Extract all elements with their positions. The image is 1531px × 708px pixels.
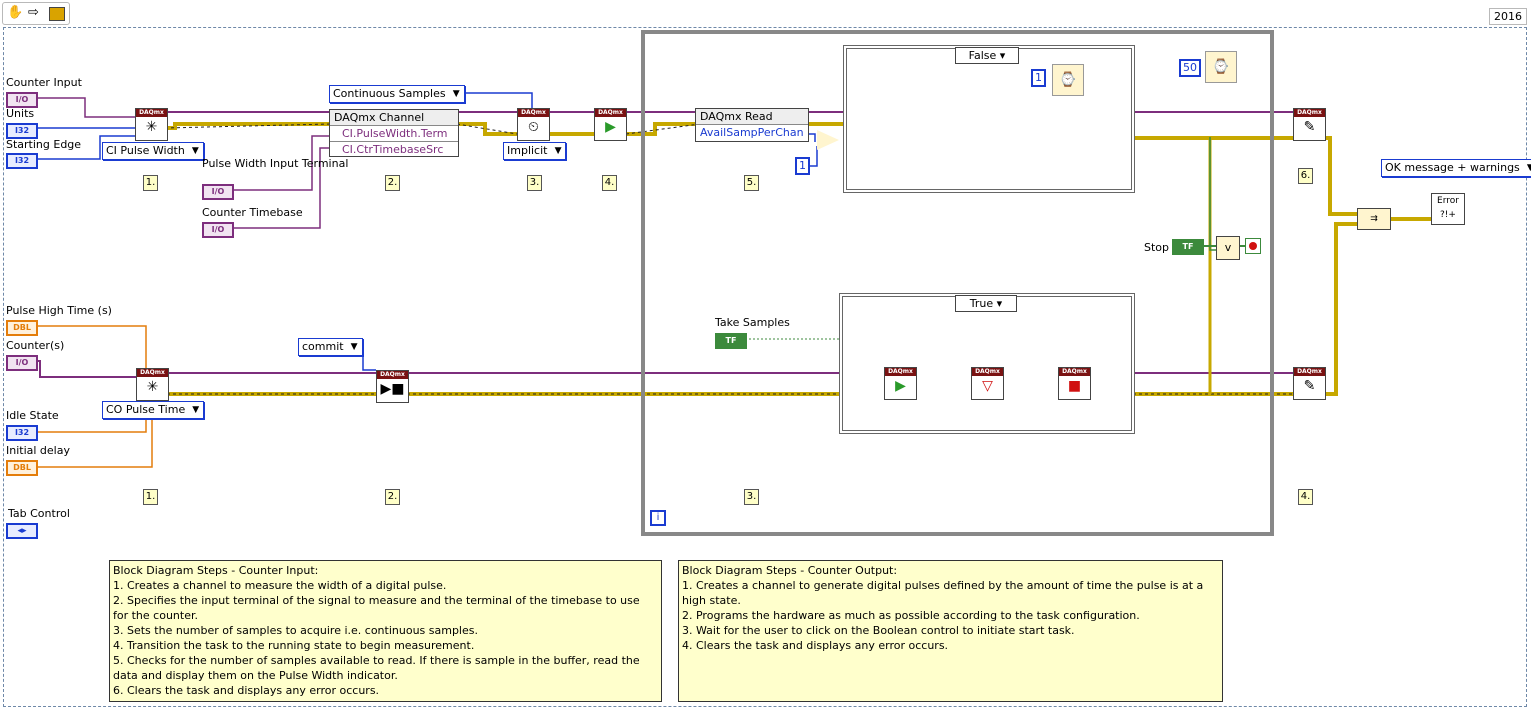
note-counter-output: Block Diagram Steps - Counter Output: 1.… [678,560,1223,702]
initial-delay-label: Initial delay [6,444,70,457]
channel-node-title: DAQmx Channel [330,110,458,126]
read-row-availsamp[interactable]: AvailSampPerChan [700,126,804,139]
pw-input-terminal[interactable]: I/O [202,184,234,200]
const-one[interactable]: 1 [795,157,810,175]
stop-task-icon: ■ [1067,378,1082,394]
counters-terminal[interactable]: I/O [6,355,38,371]
continuous-samples-ring[interactable]: Continuous Samples▼ [329,85,465,103]
wait-const-false[interactable]: 1 [1031,69,1046,87]
loop-condition-icon [1245,238,1261,254]
daqmx-start-task-ci[interactable]: DAQmx ▶ [594,108,627,141]
create-channel-icon: ✳ [145,119,158,135]
or-function-icon: v [1216,236,1240,260]
error-message-ring[interactable]: OK message + warnings▼ [1381,159,1531,177]
greater-equal-icon [817,130,839,150]
counter-input-label: Counter Input [6,76,82,89]
daqmx-create-channel-ci[interactable]: DAQmx ✳ [135,108,168,141]
starting-edge-label: Starting Edge [6,138,82,151]
case-selector-true[interactable]: True ▾ [955,295,1017,312]
eraser-icon: ✎ [1303,378,1316,394]
daqmx-create-channel-co[interactable]: DAQmx ✳ [136,368,169,401]
clock-icon: ⏲ [528,119,539,135]
daqmx-control-task[interactable]: DAQmx ▶■ [376,370,409,403]
wait-timer-50-icon: ⌚ [1205,51,1237,83]
daqmx-stop-task[interactable]: DAQmx ■ [1058,367,1091,400]
implicit-ring[interactable]: Implicit▼ [503,142,567,160]
counter-timebase-terminal[interactable]: I/O [202,222,234,238]
case-selector-false[interactable]: False ▾ [955,47,1019,64]
ci-pulse-width-ring[interactable]: CI Pulse Width▼ [102,142,204,160]
tab-control-terminal[interactable]: ◂▸ [6,523,38,539]
ci-step-3: 3. [527,175,542,191]
tool-buttons: ✋ ⇨ [2,2,70,25]
iteration-terminal: i [650,510,666,526]
counter-timebase-label: Counter Timebase [202,206,303,219]
daqmx-wait-until-done[interactable]: DAQmx ▽ [971,367,1004,400]
channel-row-pulsewidth-term[interactable]: CI.PulseWidth.Term [330,126,458,142]
daqmx-clear-task-ci[interactable]: DAQmx ✎ [1293,108,1326,141]
pw-input-terminal-label: Pulse Width Input Terminal [202,157,349,170]
daqmx-timing-vi[interactable]: DAQmx ⏲ [517,108,550,141]
idle-state-terminal[interactable]: I32 [6,425,38,441]
highlight-icon[interactable] [49,7,65,21]
hand-icon[interactable]: ✋ [7,5,24,20]
take-samples-terminal[interactable]: TF [715,333,747,349]
units-label: Units [6,107,35,120]
merge-errors-icon: ⇉ [1357,208,1391,230]
start-task-icon: ▶ [895,378,906,394]
run-arrow-icon[interactable]: ⇨ [28,5,39,20]
case-structure-false [843,45,1135,193]
ci-step-5: 5. [744,175,759,191]
block-diagram [3,27,1527,707]
pulse-high-time-terminal[interactable]: DBL [6,320,38,336]
initial-delay-terminal[interactable]: DBL [6,460,38,476]
daqmx-header: DAQmx [136,109,167,117]
co-pulse-time-ring[interactable]: CO Pulse Time▼ [102,401,205,419]
start-task-icon: ▶ [605,119,616,135]
commit-ring[interactable]: commit▼ [298,338,363,356]
ci-step-4: 4. [602,175,617,191]
control-task-icon: ▶■ [380,381,405,397]
ci-step-2: 2. [385,175,400,191]
create-channel-icon: ✳ [146,379,159,395]
simple-error-handler-icon[interactable]: Error?!+ [1431,193,1465,225]
note-counter-input: Block Diagram Steps - Counter Input: 1. … [109,560,662,702]
starting-edge-terminal[interactable]: I32 [6,153,38,169]
stop-terminal[interactable]: TF [1172,239,1204,255]
stop-label: Stop [1144,241,1170,254]
daqmx-read-node[interactable]: DAQmx Read AvailSampPerChan [695,108,809,142]
ci-step-6: 6. [1298,168,1313,184]
pulse-high-time-label: Pulse High Time (s) [6,304,112,317]
co-step-1: 1. [143,489,158,505]
counters-label: Counter(s) [6,339,65,352]
wait-done-icon: ▽ [982,378,993,394]
case-structure-true [839,293,1135,434]
read-title: DAQmx Read [696,109,808,125]
co-step-2: 2. [385,489,400,505]
co-step-3: 3. [744,489,759,505]
version-badge: 2016 [1489,8,1527,25]
counter-input-terminal[interactable]: I/O [6,92,38,108]
wait-const-50[interactable]: 50 [1179,59,1201,77]
daqmx-channel-property-node[interactable]: DAQmx Channel CI.PulseWidth.Term CI.CtrT… [329,109,459,157]
daqmx-clear-task-co[interactable]: DAQmx ✎ [1293,367,1326,400]
units-terminal[interactable]: I32 [6,123,38,139]
ci-step-1: 1. [143,175,158,191]
tab-control-label: Tab Control [8,507,70,520]
take-samples-label: Take Samples [715,316,790,329]
while-loop [641,30,1274,536]
eraser-icon: ✎ [1303,119,1316,135]
co-step-4: 4. [1298,489,1313,505]
channel-row-timebase-src[interactable]: CI.CtrTimebaseSrc [342,143,444,156]
wait-timer-icon: ⌚ [1052,64,1084,96]
toolbar: ✋ ⇨ 2016 [0,0,1531,26]
idle-state-label: Idle State [6,409,59,422]
daqmx-start-task-co[interactable]: DAQmx ▶ [884,367,917,400]
